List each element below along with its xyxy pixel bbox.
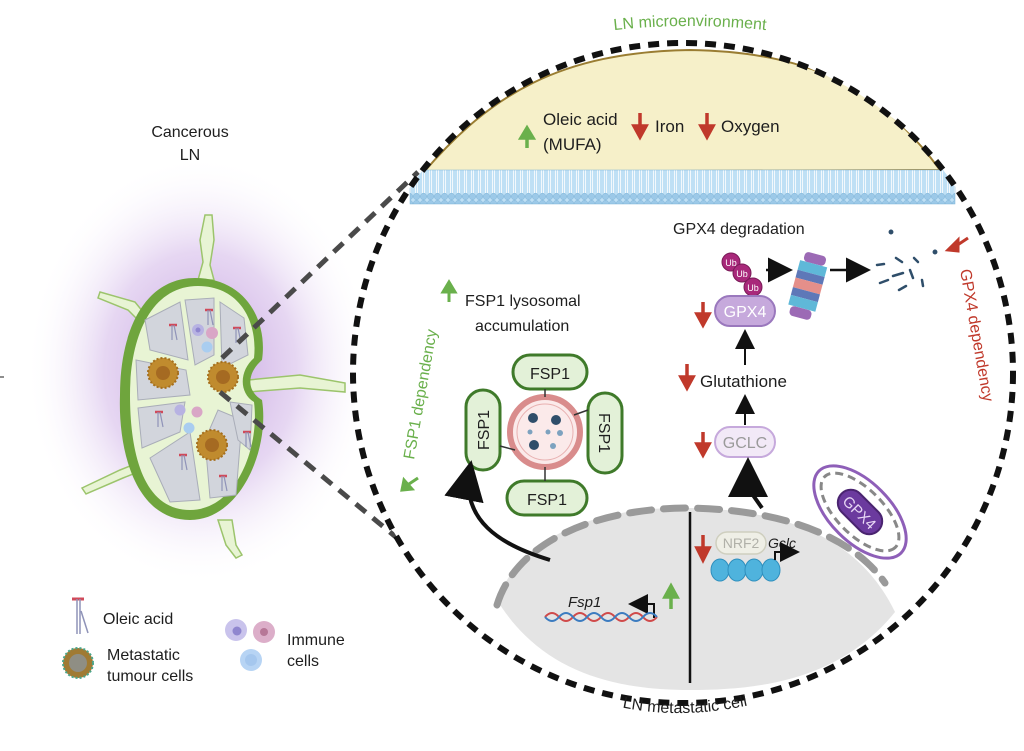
oleic-acid-icon xyxy=(72,597,89,634)
fsp1-accumulation-line1: FSP1 lysosomal xyxy=(465,293,581,310)
fsp1-label: FSP1 xyxy=(530,366,570,383)
fsp1-transport-arrow xyxy=(444,460,551,562)
up-arrow-icon xyxy=(440,279,458,302)
gpx4-degradation-label: GPX4 degradation xyxy=(673,221,805,238)
fsp1-label: FSP1 xyxy=(595,413,612,453)
legend-metastatic: Metastatic tumour cells xyxy=(62,647,193,685)
legend-immune-line1: Immune xyxy=(287,632,345,649)
ub-label: Ub xyxy=(747,283,759,293)
tumour-cells-in-node xyxy=(147,357,239,461)
immune-cells-icon xyxy=(225,619,275,671)
down-arrow-icon xyxy=(698,113,716,141)
cancerous-ln-title-line2: LN xyxy=(180,147,200,164)
oleic-acid-up-item: Oleic acid (MUFA) xyxy=(517,110,618,154)
fsp1-dependency-arrow-icon xyxy=(400,476,419,492)
fsp1-gene-label: Fsp1 xyxy=(568,594,601,611)
tumour-cell-icon xyxy=(62,647,94,679)
legend-immune: Immune cells xyxy=(225,619,345,671)
gclc-protein: GCLC xyxy=(714,426,776,458)
immune-cells-in-node xyxy=(174,324,218,434)
nucleosomes xyxy=(710,558,781,582)
down-arrow-icon xyxy=(694,535,712,564)
microenvironment-label: LN microenvironment xyxy=(613,13,768,34)
lysosome-complex: FSP1 FSP1 FSP1 FSP1 xyxy=(464,353,624,517)
cell-membrane xyxy=(409,169,956,205)
gpx4-dependency-arrow-icon xyxy=(944,236,969,253)
gpx4-protein: GPX4 xyxy=(714,295,776,327)
nuclear-envelope xyxy=(493,504,889,609)
gclc-promoter-arrow xyxy=(774,542,800,562)
glutathione-label: Glutathione xyxy=(700,372,787,391)
lymph-node-illustration: Cancerous LN xyxy=(25,124,375,585)
oxygen-down-item: Oxygen xyxy=(698,113,780,141)
dna-strand-blue xyxy=(544,612,658,622)
ub-label: Ub xyxy=(725,258,737,268)
peptide-fragments xyxy=(875,229,938,292)
gpx4-label: GPX4 xyxy=(724,304,767,321)
microenvironment-region xyxy=(421,48,942,174)
ubiquitin-chain: Ub Ub Ub xyxy=(721,252,763,297)
legend-oleic-acid-label: Oleic acid xyxy=(103,611,173,628)
nrf2-label: NRF2 xyxy=(723,535,760,551)
gclc-label: GCLC xyxy=(723,435,767,452)
down-arrow-icon xyxy=(631,113,649,141)
fsp1-top: FSP1 xyxy=(511,353,589,391)
iron-down-item: Iron xyxy=(631,113,684,141)
fsp1-label: FSP1 xyxy=(527,492,567,509)
down-arrow-icon xyxy=(678,364,696,392)
gclc-expression-arrow xyxy=(728,457,768,510)
proteasome xyxy=(788,252,828,320)
oleic-acid-label: Oleic acid xyxy=(543,110,618,129)
iron-label: Iron xyxy=(655,117,684,136)
legend-oleic-acid: Oleic acid xyxy=(72,597,173,634)
up-arrow-icon xyxy=(517,124,537,148)
fsp1-bottom: FSP1 xyxy=(505,479,589,517)
lysosome-enzymes xyxy=(527,413,563,450)
fsp1-accumulation: FSP1 lysosomal accumulation xyxy=(440,279,581,335)
legend: Oleic acid Metastatic tumour cells Immun… xyxy=(62,597,345,685)
zoom-panel: LN microenvironment Oleic acid (MUFA) Ir… xyxy=(350,13,1016,717)
down-arrow-icon xyxy=(694,432,712,459)
fsp1-label: FSP1 xyxy=(476,410,493,450)
down-arrow-icon xyxy=(694,302,712,329)
legend-immune-line2: cells xyxy=(287,653,319,670)
microenvironment-items: Oleic acid (MUFA) Iron Oxygen xyxy=(517,110,780,154)
mufa-label: (MUFA) xyxy=(543,135,602,154)
fsp1-gene: Fsp1 xyxy=(544,582,680,622)
ub-label: Ub xyxy=(736,269,748,279)
lysosome xyxy=(507,394,583,470)
oxygen-label: Oxygen xyxy=(721,117,780,136)
up-arrow-icon xyxy=(662,582,680,609)
nrf2-gclc-gene: NRF2 Gclc xyxy=(694,531,800,582)
legend-metastatic-line2: tumour cells xyxy=(107,668,193,685)
gclc-gene-label: Gclc xyxy=(768,535,796,551)
fsp1-left: FSP1 xyxy=(464,388,502,472)
zoom-circle-border xyxy=(350,40,1016,706)
fsp1-accumulation-line2: accumulation xyxy=(475,318,569,335)
legend-metastatic-line1: Metastatic xyxy=(107,647,180,664)
fsp1-right: FSP1 xyxy=(586,391,624,475)
cancerous-ln-title-line1: Cancerous xyxy=(151,124,228,141)
